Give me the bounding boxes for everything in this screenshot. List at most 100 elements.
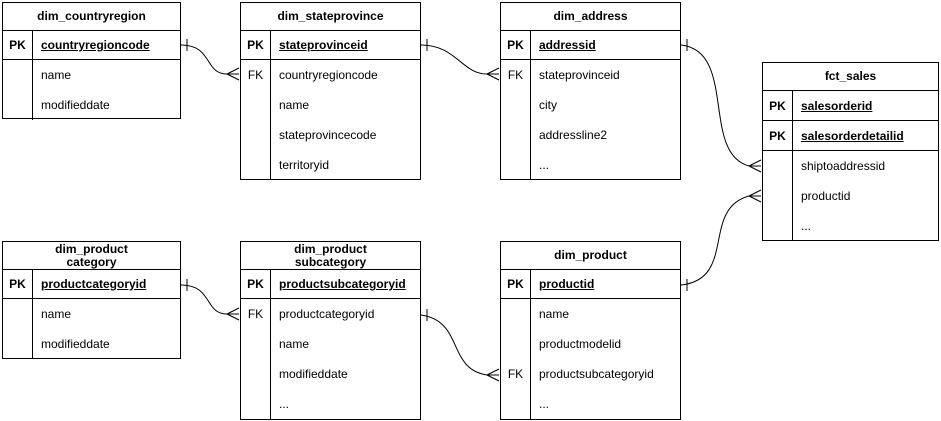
field-name: ... (539, 397, 550, 411)
table-dim-address[interactable]: dim_address PK addressid FK stateprovinc… (500, 2, 681, 180)
field-row[interactable]: ... (501, 389, 680, 419)
key-label (763, 211, 793, 241)
field-row[interactable]: productid (763, 181, 938, 211)
pk-row[interactable]: PK addressid (501, 31, 680, 60)
field-name: countryregioncode (41, 38, 150, 52)
key-label (763, 181, 793, 211)
relation-line (680, 195, 750, 286)
field-name: productid (801, 189, 851, 203)
key-label: PK (501, 31, 531, 59)
field-row[interactable]: FK stateprovinceid (501, 60, 680, 90)
field-name: productcategoryid (41, 277, 147, 291)
field-row[interactable]: name (241, 90, 420, 120)
key-label (501, 329, 531, 359)
field-row[interactable]: territoryid (241, 150, 420, 180)
field-row[interactable]: ... (763, 211, 938, 241)
field-name: salesorderid (801, 98, 873, 113)
field-row[interactable]: stateprovincecode (241, 120, 420, 150)
crowfoot-icon (486, 368, 500, 382)
table-title: dim_countryregion (3, 3, 180, 31)
field-name: productsubcategoryid (279, 277, 406, 291)
relation-address-fctsales[interactable] (680, 39, 762, 173)
field-name: ... (279, 397, 290, 411)
field-name: salesorderdetailid (801, 128, 904, 143)
field-row[interactable]: name (501, 299, 680, 329)
table-dim-product[interactable]: dim_product PK productid name productmod… (500, 241, 681, 420)
table-dim-productsubcategory[interactable]: dim_product subcategory PK productsubcat… (240, 241, 421, 420)
crowfoot-icon (486, 67, 500, 81)
key-label (3, 299, 33, 329)
pk-row[interactable]: PK salesorderid (763, 91, 938, 121)
field-name: name (539, 307, 570, 321)
crowfoot-icon (226, 67, 240, 81)
field-name: productsubcategoryid (539, 367, 654, 381)
pk-row[interactable]: PK countryregioncode (3, 31, 180, 60)
field-name: ... (801, 219, 812, 233)
key-label (501, 299, 531, 329)
field-name: addressline2 (539, 128, 608, 142)
key-label (241, 359, 271, 389)
field-name: territoryid (279, 158, 330, 172)
field-name: productmodelid (539, 337, 622, 351)
field-row[interactable]: FK productsubcategoryid (501, 359, 680, 389)
key-label (501, 90, 531, 120)
field-name: modifieddate (41, 98, 110, 112)
field-row[interactable]: modifieddate (241, 359, 420, 389)
field-name: name (41, 68, 72, 82)
table-dim-productcategory[interactable]: dim_product category PK productcategoryi… (2, 241, 181, 359)
key-label (241, 90, 271, 120)
field-name: city (539, 98, 557, 112)
key-label: FK (241, 299, 271, 329)
field-row[interactable]: ... (241, 389, 420, 419)
table-title: dim_product category (3, 242, 180, 270)
key-label: FK (501, 359, 531, 389)
crowfoot-icon (748, 159, 762, 173)
field-name: shiptoaddressid (801, 159, 886, 173)
key-label: PK (763, 91, 793, 120)
field-row[interactable]: productmodelid (501, 329, 680, 359)
field-row[interactable]: name (3, 60, 180, 90)
field-name: addressid (539, 38, 596, 52)
table-dim-stateprovince[interactable]: dim_stateprovince PK stateprovinceid FK … (240, 2, 421, 180)
table-dim-countryregion[interactable]: dim_countryregion PK countryregioncode n… (2, 2, 181, 120)
key-label (763, 151, 793, 181)
relation-line (420, 314, 488, 376)
field-name: productid (539, 277, 595, 291)
table-title: dim_stateprovince (241, 3, 420, 31)
relation-product-fctsales[interactable] (680, 189, 762, 291)
table-fct-sales[interactable]: fct_sales PK salesorderid PK salesorderd… (762, 62, 939, 241)
field-row[interactable]: FK productcategoryid (241, 299, 420, 329)
field-row[interactable]: city (501, 90, 680, 120)
relation-countryregion-stateprovince[interactable] (180, 39, 240, 81)
key-label (501, 389, 531, 419)
key-label (241, 120, 271, 150)
relation-productcategory-productsubcategory[interactable] (180, 279, 240, 321)
pk-row[interactable]: PK productcategoryid (3, 270, 180, 299)
field-row[interactable]: FK countryregioncode (241, 60, 420, 90)
field-row[interactable]: name (3, 299, 180, 329)
pk-row[interactable]: PK productsubcategoryid (241, 270, 420, 299)
crowfoot-icon (226, 307, 240, 321)
pk-row[interactable]: PK productid (501, 270, 680, 299)
field-row[interactable]: shiptoaddressid (763, 151, 938, 181)
key-label (501, 150, 531, 180)
field-name: productcategoryid (279, 307, 375, 321)
key-label (3, 329, 33, 359)
relation-line (180, 44, 228, 75)
key-label: FK (241, 60, 271, 90)
field-row[interactable]: ... (501, 150, 680, 180)
key-label: PK (501, 270, 531, 298)
key-label (241, 389, 271, 419)
key-label: PK (241, 31, 271, 59)
table-title: dim_product (501, 242, 680, 270)
table-title: dim_address (501, 3, 680, 31)
pk-row[interactable]: PK stateprovinceid (241, 31, 420, 60)
field-row[interactable]: addressline2 (501, 120, 680, 150)
relation-productsubcategory-product[interactable] (420, 309, 500, 382)
relation-line (680, 44, 750, 167)
field-row[interactable]: modifieddate (3, 90, 180, 120)
field-row[interactable]: modifieddate (3, 329, 180, 359)
pk-row[interactable]: PK salesorderdetailid (763, 121, 938, 151)
field-row[interactable]: name (241, 329, 420, 359)
relation-stateprovince-address[interactable] (420, 39, 500, 81)
